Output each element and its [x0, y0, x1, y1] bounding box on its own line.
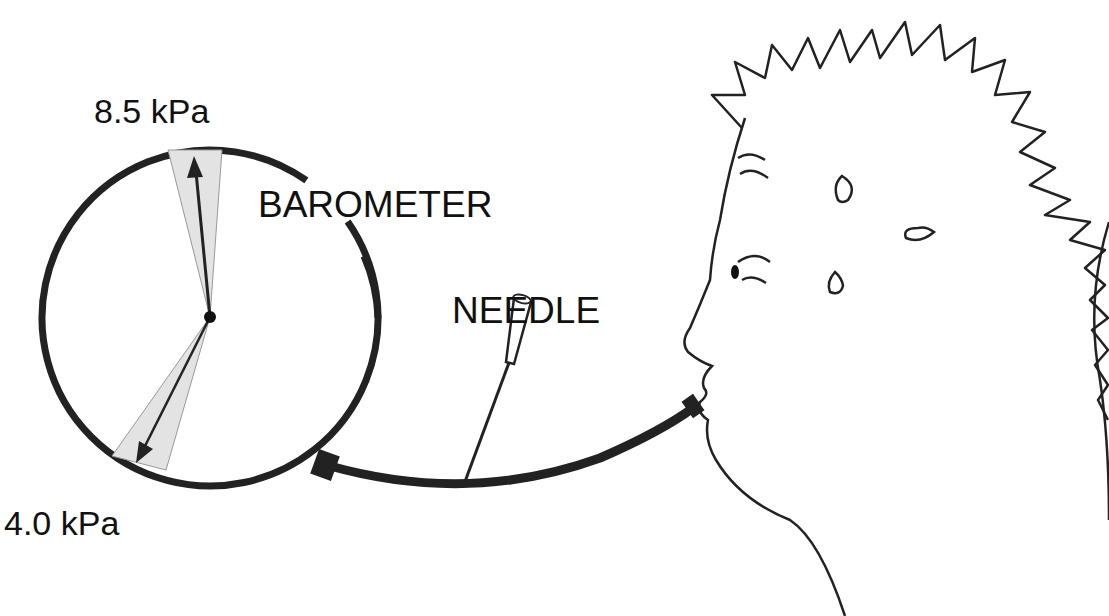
- part-label: BAROMETER: [258, 185, 492, 226]
- tear: [829, 272, 843, 293]
- barometer-dial: [364, 256, 378, 318]
- pointer: [196, 172, 210, 317]
- tear: [905, 228, 934, 241]
- tube-connector: [310, 449, 340, 481]
- needle: [463, 360, 510, 487]
- pivot: [204, 311, 216, 323]
- pointer: [144, 317, 210, 448]
- range-wedge: [168, 150, 222, 317]
- range-wedge: [112, 317, 210, 470]
- eyelid: [738, 256, 770, 283]
- tear: [836, 176, 852, 202]
- tube: [330, 408, 693, 484]
- part-label: NEEDLE: [452, 291, 600, 332]
- face-profile: [684, 118, 845, 616]
- reading-label: 4.0 kPa: [4, 505, 119, 542]
- pointer-head: [136, 441, 153, 463]
- head-back: [1094, 222, 1109, 520]
- reading-label: 8.5 kPa: [94, 93, 209, 130]
- eye: [731, 265, 739, 279]
- hair: [712, 22, 1108, 420]
- eyebrow: [738, 154, 768, 178]
- pointer-head: [187, 156, 203, 178]
